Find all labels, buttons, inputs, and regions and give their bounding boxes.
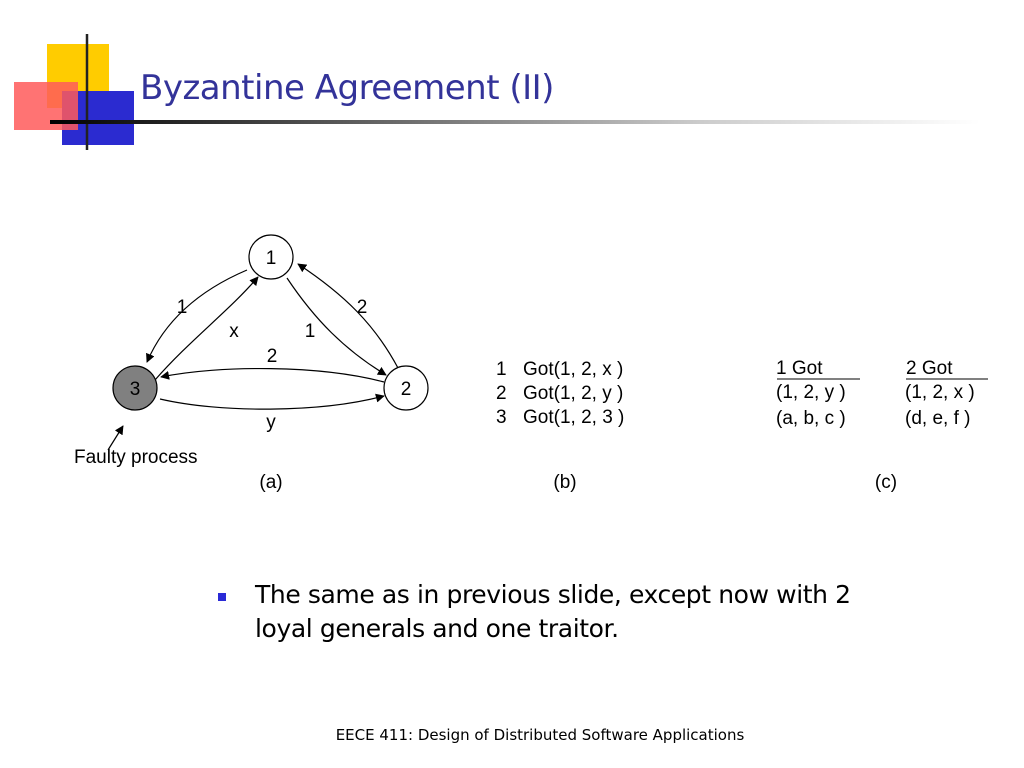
title-decoration xyxy=(14,34,134,150)
caption-b: (b) xyxy=(553,472,576,493)
edge-3-to-1 xyxy=(154,276,259,381)
b-row-2-text: Got(1, 2, y ) xyxy=(523,383,623,404)
slide-footer: EECE 411: Design of Distributed Software… xyxy=(335,726,745,744)
edge-2-to-1 xyxy=(297,263,399,369)
edge-label-3-to-1: x xyxy=(229,321,239,342)
node-3-label: 3 xyxy=(130,379,141,400)
title-divider xyxy=(50,120,980,124)
edge-label-1-to-2: 1 xyxy=(305,321,316,342)
edge-label-2-to-3: 2 xyxy=(267,346,278,367)
b-row-2-num: 2 xyxy=(496,383,507,404)
edge-label-3-to-2: y xyxy=(266,412,276,433)
edge-2-to-3 xyxy=(160,367,385,383)
node-1-label: 1 xyxy=(266,248,277,269)
figure-svg: 1 2 3 1 x 1 2 2 y Faulty process (a) 1 G… xyxy=(74,234,988,493)
node-2-label: 2 xyxy=(401,379,412,400)
node-1 xyxy=(248,234,294,280)
node-2 xyxy=(383,365,429,411)
c-col1-row1: (1, 2, y ) xyxy=(776,382,846,403)
node-3-faulty xyxy=(112,365,158,411)
edge-1-to-3 xyxy=(146,269,248,363)
edge-label-2-to-1: 2 xyxy=(357,297,368,318)
b-row-1-text: Got(1, 2, x ) xyxy=(523,359,623,380)
c-col1-header: 1 Got xyxy=(776,358,823,379)
slide-title: Byzantine Agreement (II) xyxy=(140,68,554,108)
figure: 1 2 3 1 x 1 2 2 y Faulty process (a) 1 G… xyxy=(60,220,1000,510)
c-col2-row1: (1, 2, x ) xyxy=(905,382,975,403)
b-row-1-num: 1 xyxy=(496,359,507,380)
bullet-square-icon xyxy=(218,593,226,601)
faulty-pointer xyxy=(107,425,124,451)
caption-c: (c) xyxy=(875,472,897,493)
edge-3-to-2 xyxy=(159,393,385,410)
faulty-process-label: Faulty process xyxy=(74,447,198,468)
c-col2-row2: (d, e, f ) xyxy=(905,408,970,429)
edge-label-1-to-3: 1 xyxy=(177,297,188,318)
bullet-text: The same as in previous slide, except no… xyxy=(255,580,851,643)
b-row-3-num: 3 xyxy=(496,407,507,428)
caption-a: (a) xyxy=(259,472,282,493)
b-row-3-text: Got(1, 2, 3 ) xyxy=(523,407,624,428)
c-col1-row2: (a, b, c ) xyxy=(776,408,846,429)
c-col2-header: 2 Got xyxy=(906,358,953,379)
edge-1-to-2 xyxy=(286,277,387,376)
